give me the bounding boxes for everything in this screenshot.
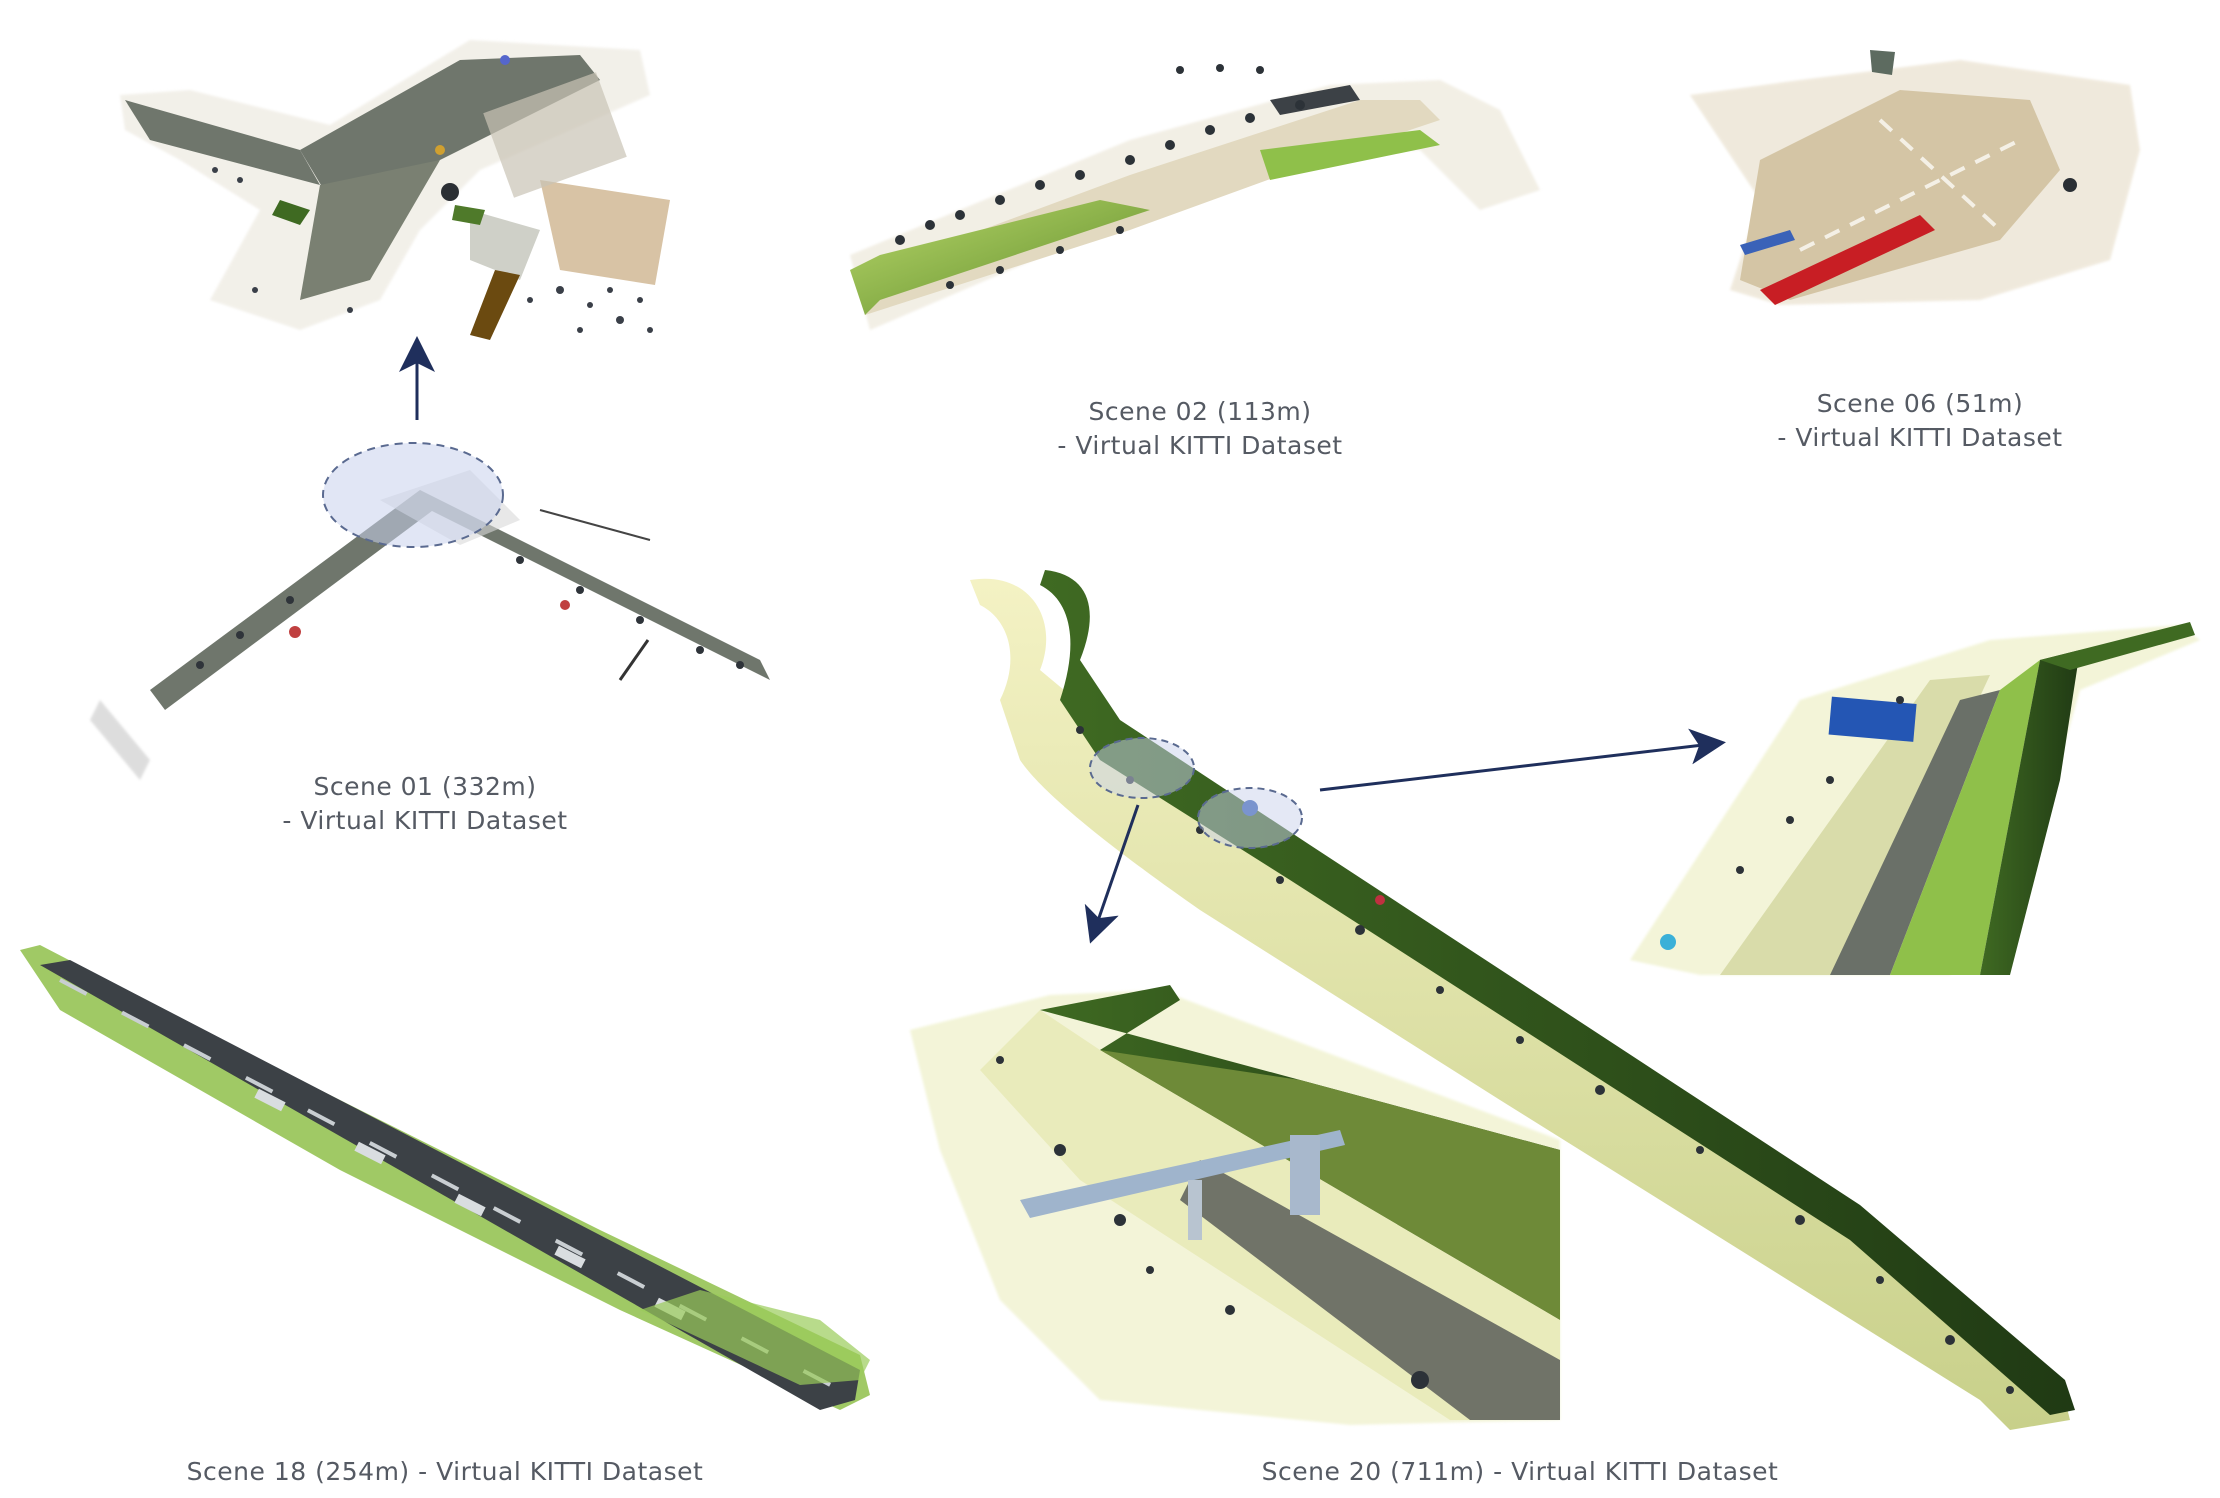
scene06-caption-line1: Scene 06 (51m) — [1816, 389, 2024, 418]
scene18-caption-line1: Scene 18 (254m) - Virtual KITTI Dataset — [186, 1457, 704, 1486]
scene06-caption: Scene 06 (51m) - Virtual KITTI Dataset — [1750, 387, 2090, 455]
scene18-caption: Scene 18 (254m) - Virtual KITTI Dataset — [155, 1455, 735, 1489]
scene02-caption: Scene 02 (113m) - Virtual KITTI Dataset — [1030, 395, 1370, 463]
scene20-zoom-right-pointcloud — [1630, 622, 2200, 975]
scene01-highlight-ellipse — [322, 442, 504, 548]
scene20-caption: Scene 20 (711m) - Virtual KITTI Dataset — [1230, 1455, 1810, 1489]
scene20-caption-line1: Scene 20 (711m) - Virtual KITTI Dataset — [1261, 1457, 1779, 1486]
scene06-caption-line2: - Virtual KITTI Dataset — [1777, 423, 2063, 452]
scene20-highlight-ellipse-right — [1197, 787, 1303, 849]
zoom-arrow-scene20-right — [1319, 728, 1726, 792]
zoom-arrow-scene20-down — [1084, 804, 1140, 944]
scene20-highlight-ellipse-left — [1089, 737, 1195, 799]
scene20-zoom-bottom-pointcloud — [910, 985, 1560, 1425]
scene01-caption-line1: Scene 01 (332m) — [313, 772, 537, 801]
scene02-caption-line2: - Virtual KITTI Dataset — [1057, 431, 1343, 460]
scene18-pointcloud — [20, 945, 870, 1410]
scene02-pointcloud — [850, 64, 1540, 330]
scene02-caption-line1: Scene 02 (113m) — [1088, 397, 1312, 426]
scene01-caption: Scene 01 (332m) - Virtual KITTI Dataset — [255, 770, 595, 838]
scene06-pointcloud — [1690, 50, 2140, 305]
scene01-zoom-pointcloud — [120, 40, 670, 340]
scene01-caption-line2: - Virtual KITTI Dataset — [282, 806, 568, 835]
